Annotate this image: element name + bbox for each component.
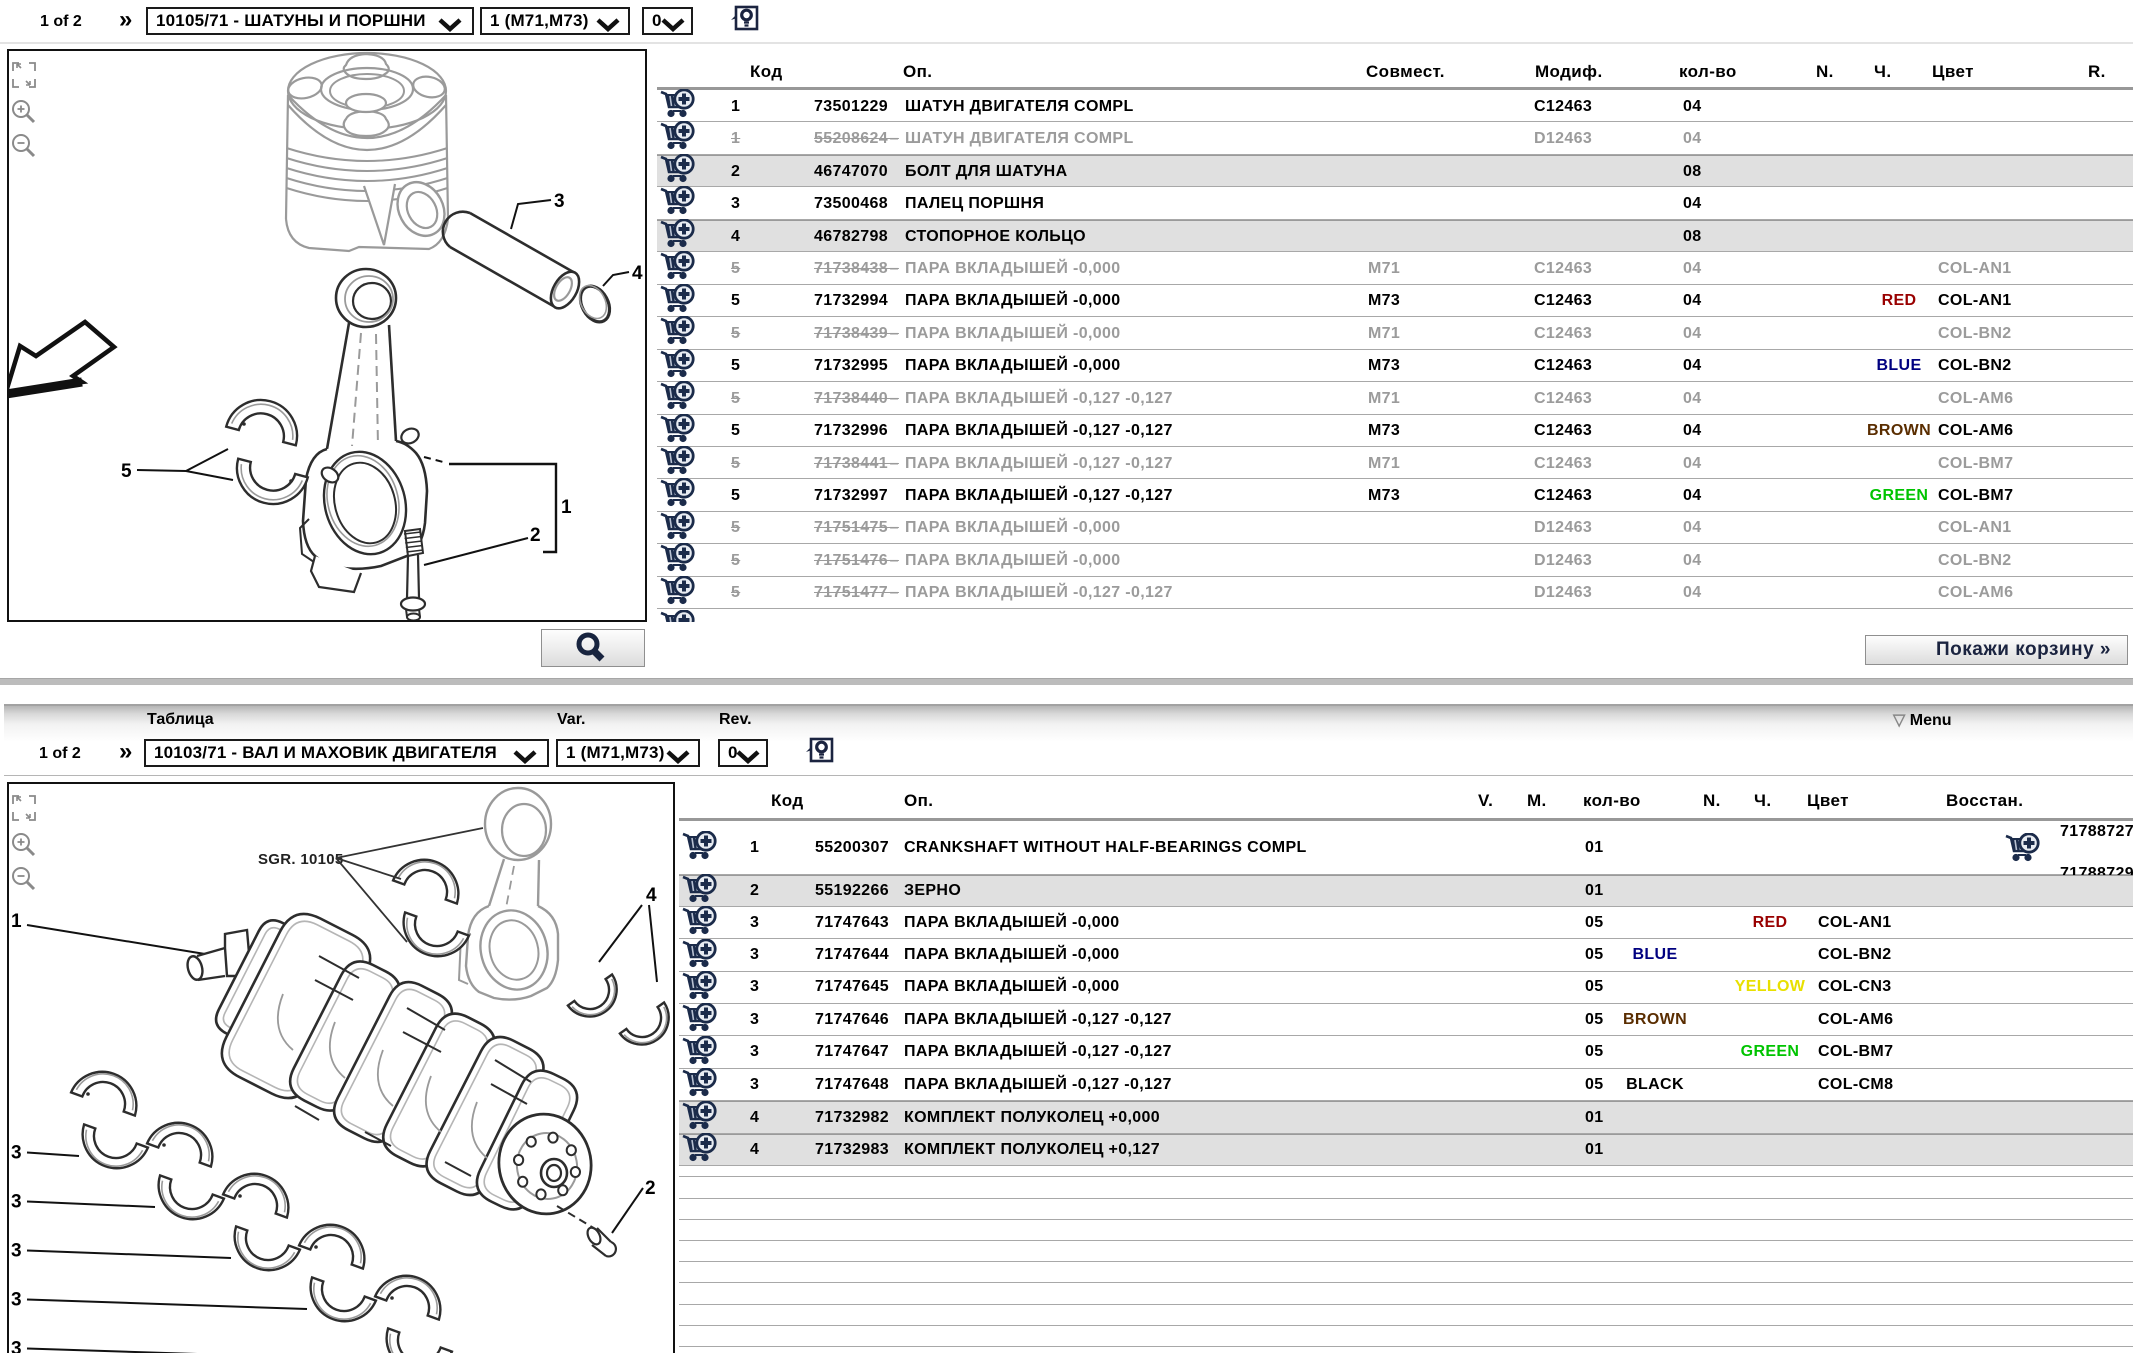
svg-text:3: 3 xyxy=(11,1339,22,1353)
svg-text:1: 1 xyxy=(561,497,572,518)
svg-text:4: 4 xyxy=(632,263,643,284)
svg-text:3: 3 xyxy=(11,1241,22,1262)
svg-text:3: 3 xyxy=(11,1192,22,1213)
svg-text:3: 3 xyxy=(11,1143,22,1164)
svg-text:5: 5 xyxy=(121,461,132,482)
svg-text:2: 2 xyxy=(530,525,541,546)
svg-text:3: 3 xyxy=(554,191,565,212)
svg-text:1: 1 xyxy=(11,911,22,932)
svg-text:3: 3 xyxy=(11,1290,22,1311)
svg-text:2: 2 xyxy=(645,1178,656,1199)
svg-text:4: 4 xyxy=(646,885,657,906)
svg-text:SGR. 10105: SGR. 10105 xyxy=(258,851,344,868)
